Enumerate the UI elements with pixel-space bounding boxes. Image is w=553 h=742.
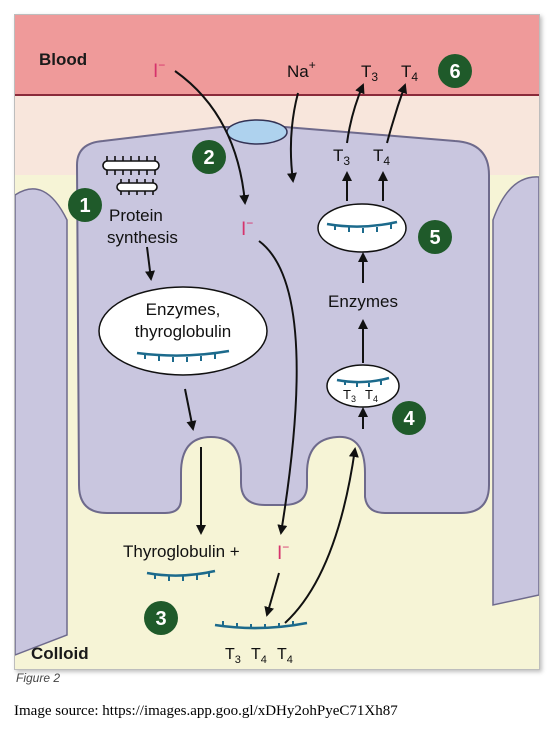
right-neighbor-cell	[492, 176, 539, 606]
t3-vesicle-label: T3	[343, 387, 356, 404]
step-badge-3: 3	[144, 601, 178, 635]
arrow-vesicle-to-apex	[184, 388, 197, 431]
t3-colloid-label: T3	[225, 646, 241, 666]
arrow-sodium-uptake	[287, 92, 299, 183]
iodinated-thyroglobulin-strand	[214, 621, 308, 630]
t3-blood-label: T3	[361, 62, 378, 84]
figure-caption: Figure 2	[16, 671, 61, 685]
t3-cell-label: T3	[333, 146, 350, 168]
step-badge-2: 2	[192, 140, 226, 174]
thyroglobulin-strand-endocytic	[336, 376, 390, 384]
step-badge-1: 1	[68, 188, 102, 222]
arrow-t3-to-blood	[346, 83, 365, 144]
blood-label: Blood	[39, 50, 87, 69]
t4-colloid-label-2: T4	[277, 646, 293, 666]
step-badge-4: 4	[392, 401, 426, 435]
arrow-t4-to-blood	[386, 83, 408, 144]
vesicle-label-1: Enzymes,	[146, 300, 221, 319]
svg-text:4: 4	[403, 408, 415, 430]
thyroglobulin-strand-processed	[326, 220, 398, 228]
t4-vesicle-label: T4	[365, 387, 378, 404]
svg-text:3: 3	[155, 608, 166, 630]
step-badge-6: 6	[438, 54, 472, 88]
svg-text:2: 2	[203, 147, 214, 169]
svg-text:1: 1	[79, 195, 90, 217]
protein-synthesis-label-2: synthesis	[107, 228, 178, 247]
symporter-channel	[226, 119, 288, 145]
protein-synthesis-label-1: Protein	[109, 206, 163, 225]
figure-frame: Blood Colloid I− Na+ I− I− Protein synth…	[14, 14, 540, 670]
step-badge-5: 5	[418, 220, 452, 254]
iodide-colloid-label: I−	[277, 540, 289, 564]
arrow-iodination	[264, 572, 280, 617]
vesicle-label-2: thyroglobulin	[135, 322, 231, 341]
iodide-blood-label: I−	[153, 58, 165, 82]
svg-text:5: 5	[429, 227, 440, 249]
thyroglobulin-plus-label: Thyroglobulin +	[123, 542, 240, 561]
thyroglobulin-strand-vesicle	[136, 349, 230, 357]
ribosome-icon	[102, 156, 160, 195]
arrow-protein-to-vesicle	[145, 246, 155, 281]
arrow-endocytosis	[284, 447, 359, 624]
arrow-iodide-uptake	[174, 70, 250, 205]
arrow-iodide-to-colloid	[258, 240, 298, 535]
sodium-label: Na+	[287, 58, 316, 81]
iodide-cell-label: I−	[241, 216, 253, 240]
t4-cell-label: T4	[373, 146, 390, 168]
left-neighbor-cell	[15, 188, 68, 656]
t4-blood-label: T4	[401, 62, 418, 84]
svg-text:6: 6	[449, 61, 460, 83]
endocytic-vesicle	[326, 364, 400, 408]
enzymes-label: Enzymes	[328, 292, 398, 311]
t4-colloid-label-1: T4	[251, 646, 267, 666]
colloid-label: Colloid	[31, 644, 89, 663]
image-source-text: Image source: https://images.app.goo.gl/…	[14, 703, 398, 719]
